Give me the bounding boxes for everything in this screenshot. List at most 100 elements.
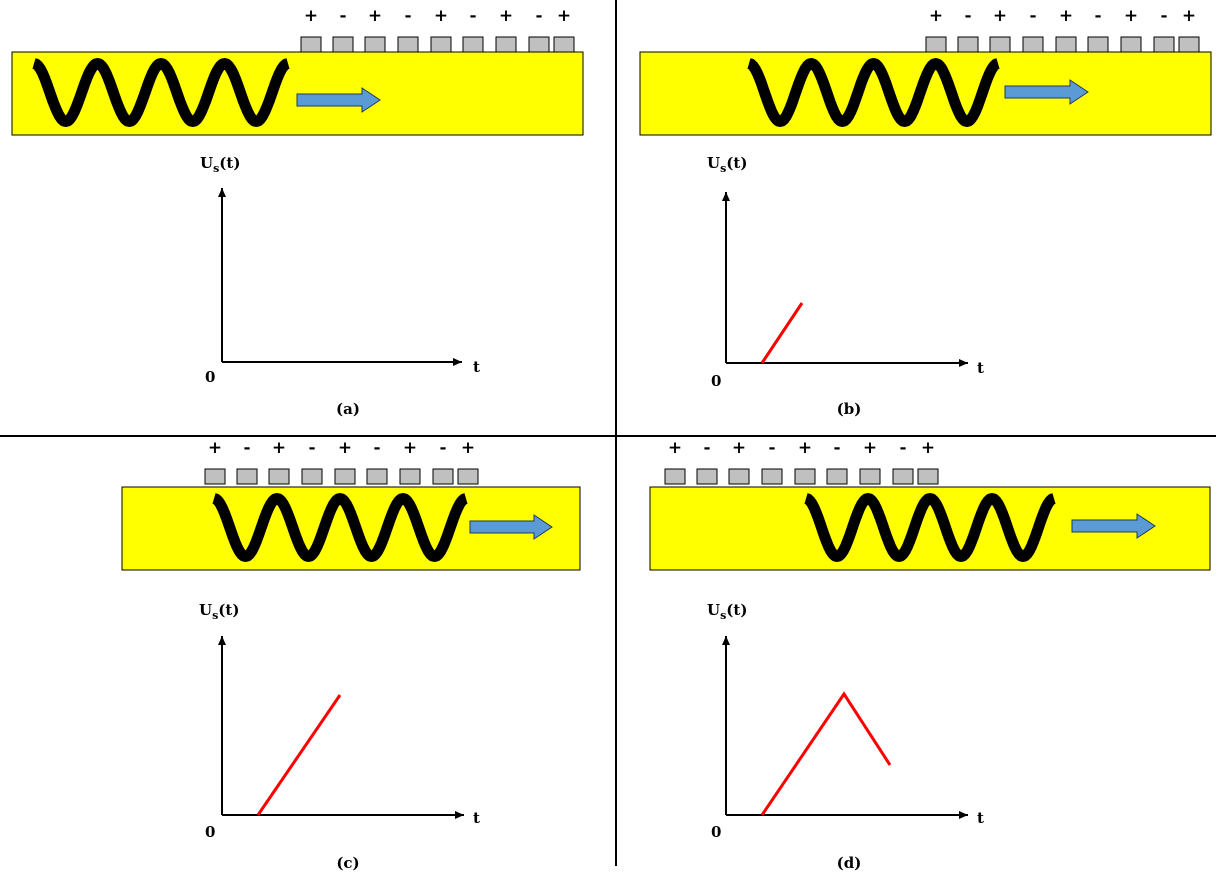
y-label-sub: s <box>720 609 726 622</box>
electrode <box>1022 36 1044 53</box>
panel-caption: (b) <box>837 400 862 418</box>
panel-caption: (a) <box>336 400 360 418</box>
x-axis-label: t <box>473 809 480 827</box>
polarity-sign: + <box>434 6 448 26</box>
electrode <box>457 468 479 485</box>
polarity-sign: + <box>368 6 382 26</box>
acoustic-wave <box>802 493 1058 562</box>
electrode <box>364 36 386 53</box>
signal-trace <box>760 691 892 816</box>
y-axis-label: Us(t) <box>707 154 747 175</box>
y-label-main: U <box>199 601 212 619</box>
electrode <box>664 468 686 485</box>
signal-trace <box>256 694 342 816</box>
y-label-main: U <box>707 154 720 172</box>
polarity-sign: - <box>439 438 446 458</box>
polarity-sign: + <box>1182 6 1196 26</box>
polarity-sign: + <box>1124 6 1138 26</box>
electrode <box>1120 36 1142 53</box>
polarity-sign: - <box>373 438 380 458</box>
y-axis-label: Us(t) <box>200 154 240 175</box>
panel-c: +-+-+-+-+Us(t)0t(c) <box>121 438 581 872</box>
propagation-arrow <box>1004 79 1089 105</box>
electrode <box>761 468 783 485</box>
electrode <box>1153 36 1175 53</box>
electrode <box>989 36 1011 53</box>
electrode <box>925 36 947 53</box>
y-label-sub: s <box>720 162 726 175</box>
y-label-sub: s <box>213 162 219 175</box>
origin-label: 0 <box>205 368 215 386</box>
x-axis-label: t <box>977 809 984 827</box>
electrode <box>495 36 517 53</box>
polarity-sign: - <box>1029 6 1036 26</box>
polarity-sign: + <box>798 438 812 458</box>
polarity-sign: + <box>993 6 1007 26</box>
polarity-sign: - <box>469 6 476 26</box>
propagation-arrow <box>296 87 381 113</box>
panel-a: +-+-+-+-+Us(t)0t(a) <box>11 6 584 418</box>
polarity-sign: - <box>899 438 906 458</box>
electrode <box>696 468 718 485</box>
propagation-arrow <box>1071 513 1156 539</box>
polarity-sign: + <box>208 438 222 458</box>
electrode <box>1055 36 1077 53</box>
electrode <box>432 468 454 485</box>
polarity-sign: - <box>833 438 840 458</box>
y-axis-label: Us(t) <box>199 601 239 622</box>
polarity-sign: + <box>668 438 682 458</box>
electrode <box>399 468 421 485</box>
polarity-sign: + <box>732 438 746 458</box>
electrode <box>366 468 388 485</box>
acoustic-wave <box>745 58 1002 127</box>
panel-d: +-+-+-+-+Us(t)0t(d) <box>649 438 1211 872</box>
y-axis-label: Us(t) <box>707 601 747 622</box>
electrode <box>728 468 750 485</box>
polarity-sign: - <box>339 6 346 26</box>
polarity-sign: + <box>557 6 571 26</box>
y-label-sub: s <box>212 609 218 622</box>
polarity-sign: - <box>964 6 971 26</box>
polarity-sign: + <box>403 438 417 458</box>
acoustic-wave <box>210 493 470 562</box>
electrode <box>334 468 356 485</box>
y-label-tail: (t) <box>218 601 239 619</box>
y-label-main: U <box>200 154 213 172</box>
polarity-sign: + <box>304 6 318 26</box>
polarity-sign: + <box>461 438 475 458</box>
propagation-arrow <box>469 514 553 540</box>
polarity-sign: - <box>768 438 775 458</box>
origin-label: 0 <box>711 372 721 390</box>
polarity-sign: + <box>863 438 877 458</box>
x-axis-label: t <box>977 359 984 377</box>
electrode <box>301 468 323 485</box>
polarity-sign: + <box>929 6 943 26</box>
polarity-sign: - <box>535 6 542 26</box>
electrode <box>236 468 258 485</box>
electrode <box>204 468 226 485</box>
polarity-sign: - <box>243 438 250 458</box>
electrode <box>892 468 914 485</box>
signal-trace <box>760 302 804 364</box>
electrode <box>397 36 419 53</box>
y-label-tail: (t) <box>219 154 240 172</box>
electrode <box>1087 36 1109 53</box>
panel-caption: (c) <box>336 854 359 872</box>
electrode <box>300 36 322 53</box>
panel-b: +-+-+-+-+Us(t)0t(b) <box>639 6 1212 418</box>
electrode <box>268 468 290 485</box>
polarity-sign: - <box>1094 6 1101 26</box>
x-axis-label: t <box>473 358 480 376</box>
y-label-main: U <box>707 601 720 619</box>
electrode <box>794 468 816 485</box>
electrode <box>332 36 354 53</box>
polarity-sign: - <box>308 438 315 458</box>
y-label-tail: (t) <box>726 601 747 619</box>
y-label-tail: (t) <box>726 154 747 172</box>
electrode <box>826 468 848 485</box>
origin-label: 0 <box>711 823 721 841</box>
polarity-sign: - <box>404 6 411 26</box>
electrode <box>462 36 484 53</box>
acoustic-wave <box>30 58 292 127</box>
